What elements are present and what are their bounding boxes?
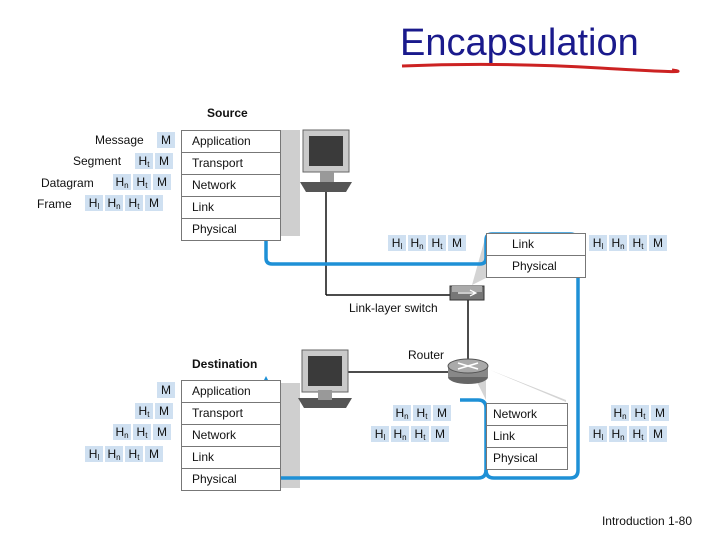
hn-cell: Hn xyxy=(112,173,132,191)
ht-cell: Ht xyxy=(628,234,648,252)
switch-shade xyxy=(472,235,486,285)
router-shade-right xyxy=(490,370,566,402)
layer-application: Application xyxy=(182,381,280,403)
m-cell: M xyxy=(144,194,164,212)
source-computer-icon xyxy=(300,129,352,192)
datagram-headers: Hn Ht M xyxy=(112,173,172,191)
router-icon xyxy=(447,358,489,384)
dest-segment-headers: Ht M xyxy=(134,402,174,420)
ht-cell: Ht xyxy=(134,152,154,170)
dest-datagram-headers: Hn Ht M xyxy=(112,423,172,441)
m-cell: M xyxy=(154,152,174,170)
m-cell: M xyxy=(152,173,172,191)
title-underline xyxy=(401,62,680,74)
switch-in-headers: Hl Hn Ht M xyxy=(387,234,467,252)
router-out-link-headers: Hl Hn Ht M xyxy=(588,425,668,443)
layer-application: Application xyxy=(182,131,280,153)
hl-cell: Hl xyxy=(387,234,407,252)
layer-physical: Physical xyxy=(487,448,567,470)
page-title: Encapsulation xyxy=(400,22,639,64)
ht-cell: Ht xyxy=(427,234,447,252)
segment-headers: Ht M xyxy=(134,152,174,170)
hn-cell: Hn xyxy=(104,194,124,212)
layer-network: Network xyxy=(487,404,567,426)
layer-transport: Transport xyxy=(182,153,280,175)
hn-cell: Hn xyxy=(407,234,427,252)
hn-cell: Hn xyxy=(112,423,132,441)
m-cell: M xyxy=(648,425,668,443)
layer-network: Network xyxy=(182,175,280,197)
m-cell: M xyxy=(432,404,452,422)
layer-link: Link xyxy=(487,426,567,448)
ht-cell: Ht xyxy=(134,402,154,420)
hn-cell: Hn xyxy=(104,445,124,463)
ht-cell: Ht xyxy=(628,425,648,443)
segment-label: Segment xyxy=(73,154,122,168)
message-label: Message xyxy=(95,133,144,147)
destination-label: Destination xyxy=(192,357,258,371)
layer-transport: Transport xyxy=(182,403,280,425)
hl-cell: Hl xyxy=(370,425,390,443)
router-stack: Network Link Physical xyxy=(486,403,568,470)
source-label: Source xyxy=(207,106,248,120)
router-out-network-headers: Hn Ht M xyxy=(610,404,670,422)
switch-icon xyxy=(449,285,485,301)
source-stack: Application Transport Network Link Physi… xyxy=(181,130,281,241)
ht-cell: Ht xyxy=(124,194,144,212)
frame-label: Frame xyxy=(37,197,72,211)
datagram-label: Datagram xyxy=(41,176,94,190)
hl-cell: Hl xyxy=(84,445,104,463)
destination-stack: Application Transport Network Link Physi… xyxy=(181,380,281,491)
ht-cell: Ht xyxy=(132,173,152,191)
switch-label: Link-layer switch xyxy=(349,301,438,315)
dest-frame-headers: Hl Hn Ht M xyxy=(84,445,164,463)
source-shade xyxy=(278,130,300,236)
ht-cell: Ht xyxy=(410,425,430,443)
ht-cell: Ht xyxy=(412,404,432,422)
dest-message-headers: M xyxy=(156,381,176,399)
m-cell: M xyxy=(144,445,164,463)
frame-headers: Hl Hn Ht M xyxy=(84,194,164,212)
ht-cell: Ht xyxy=(124,445,144,463)
destination-computer-icon xyxy=(298,349,352,408)
hn-cell: Hn xyxy=(392,404,412,422)
router-in-network-headers: Hn Ht M xyxy=(392,404,452,422)
hn-cell: Hn xyxy=(608,425,628,443)
ht-cell: Ht xyxy=(630,404,650,422)
hn-cell: Hn xyxy=(610,404,630,422)
ht-cell: Ht xyxy=(132,423,152,441)
m-cell: M xyxy=(152,423,172,441)
layer-link: Link xyxy=(182,197,280,219)
switch-out-headers: Hl Hn Ht M xyxy=(588,234,668,252)
hl-cell: Hl xyxy=(588,425,608,443)
m-cell: M xyxy=(156,131,176,149)
hl-cell: Hl xyxy=(588,234,608,252)
slide-footer: Introduction 1-80 xyxy=(601,514,692,528)
message-headers: M xyxy=(156,131,176,149)
layer-link: Link xyxy=(182,447,280,469)
hl-cell: Hl xyxy=(84,194,104,212)
m-cell: M xyxy=(154,402,174,420)
layer-physical: Physical xyxy=(182,219,280,241)
layer-physical: Physical xyxy=(182,469,280,491)
m-cell: M xyxy=(156,381,176,399)
hn-cell: Hn xyxy=(608,234,628,252)
m-cell: M xyxy=(650,404,670,422)
layer-link: Link xyxy=(487,234,585,256)
m-cell: M xyxy=(447,234,467,252)
m-cell: M xyxy=(648,234,668,252)
layer-physical: Physical xyxy=(487,256,585,278)
router-in-link-headers: Hl Hn Ht M xyxy=(370,425,450,443)
m-cell: M xyxy=(430,425,450,443)
dest-shade xyxy=(278,383,300,488)
layer-network: Network xyxy=(182,425,280,447)
hn-cell: Hn xyxy=(390,425,410,443)
switch-stack: Link Physical xyxy=(486,233,586,278)
router-label: Router xyxy=(408,348,445,362)
